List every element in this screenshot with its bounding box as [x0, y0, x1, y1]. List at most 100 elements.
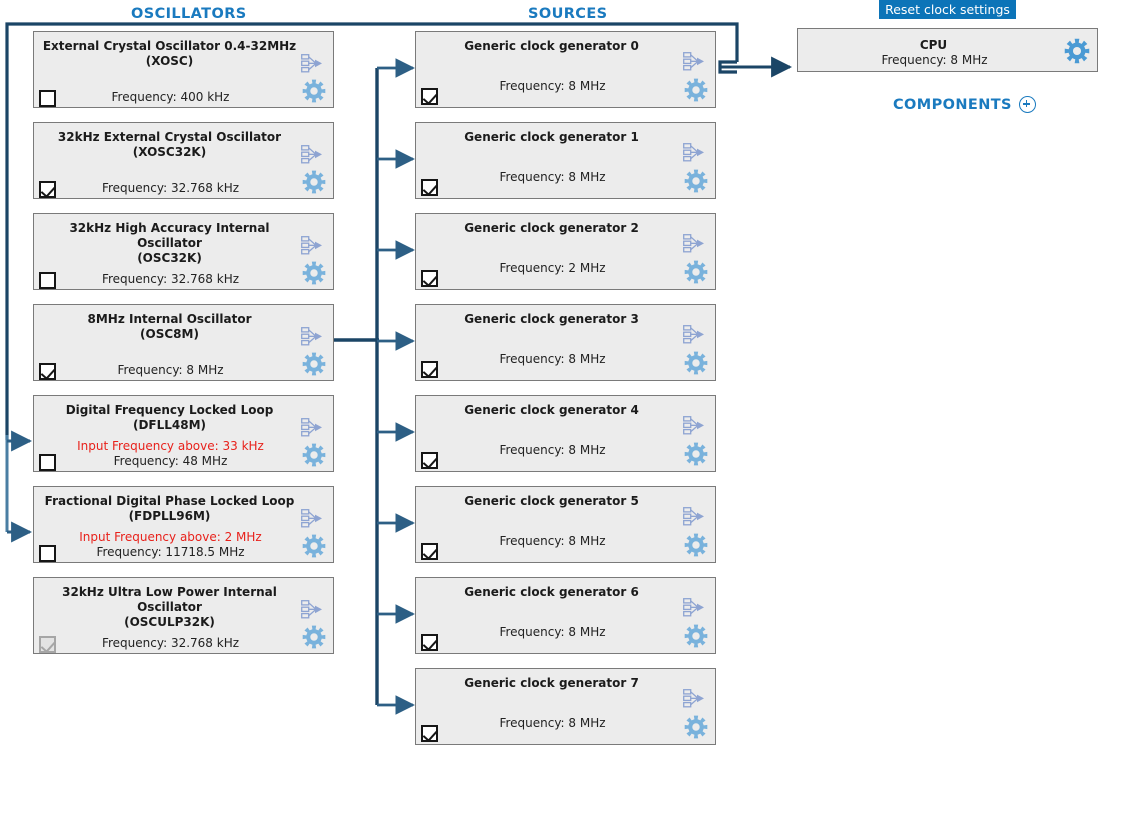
source-title: Generic clock generator 6 [464, 585, 639, 599]
component-title: CPU [919, 38, 948, 52]
gear-icon[interactable] [302, 170, 326, 194]
oscillator-enable-checkbox[interactable] [39, 363, 56, 380]
source-enable-checkbox[interactable] [421, 88, 438, 105]
source-title: Generic clock generator 1 [464, 130, 639, 144]
oscillator-enable-checkbox[interactable] [39, 90, 56, 107]
oscillator-title: External Crystal Oscillator 0.4-32MHz(XO… [42, 39, 297, 68]
oscillator-enable-checkbox[interactable] [39, 272, 56, 289]
oscillator-title: Digital Frequency Locked Loop(DFLL48M) [65, 403, 274, 432]
gear-icon[interactable] [684, 624, 708, 648]
oscillator-enable-checkbox [39, 636, 56, 653]
gear-icon[interactable] [302, 79, 326, 103]
source-title: Generic clock generator 4 [464, 403, 639, 417]
oscillator-frequency: Frequency: 48 MHz [113, 454, 228, 468]
fan-out-icon[interactable] [683, 416, 705, 435]
source-enable-checkbox[interactable] [421, 725, 438, 742]
source-card[interactable]: Generic clock generator 6 Frequency: 8 MH… [415, 577, 716, 654]
oscillator-card[interactable]: 32kHz Ultra Low Power Internal Oscillato… [33, 577, 334, 654]
source-enable-checkbox[interactable] [421, 361, 438, 378]
gear-icon[interactable] [302, 261, 326, 285]
oscillator-warning: Input Frequency above: 2 MHz [79, 530, 262, 544]
gear-icon[interactable] [302, 534, 326, 558]
fan-out-icon[interactable] [683, 52, 705, 71]
fan-out-icon[interactable] [301, 54, 323, 73]
source-enable-checkbox[interactable] [421, 452, 438, 469]
source-title: Generic clock generator 2 [464, 221, 639, 235]
column-header-sources: SOURCES [528, 6, 608, 22]
gear-icon[interactable] [302, 352, 326, 376]
oscillator-frequency: Frequency: 400 kHz [111, 90, 230, 104]
source-frequency: Frequency: 8 MHz [499, 716, 606, 730]
fan-out-icon[interactable] [683, 143, 705, 162]
oscillator-title: 32kHz Ultra Low Power Internal Oscillato… [62, 585, 277, 629]
reset-clock-settings-button[interactable]: Reset clock settings [879, 0, 1016, 19]
oscillator-card[interactable]: 8MHz Internal Oscillator(OSC8M)Frequency… [33, 304, 334, 381]
oscillator-card[interactable]: External Crystal Oscillator 0.4-32MHz(XO… [33, 31, 334, 108]
oscillator-card[interactable]: 32kHz High Accuracy Internal Oscillator(… [33, 213, 334, 290]
gear-icon[interactable] [684, 715, 708, 739]
source-frequency: Frequency: 8 MHz [499, 79, 606, 93]
source-enable-checkbox[interactable] [421, 634, 438, 651]
fan-out-icon[interactable] [683, 325, 705, 344]
plus-circle-icon[interactable] [1018, 96, 1036, 113]
oscillator-card[interactable]: Fractional Digital Phase Locked Loop(FDP… [33, 486, 334, 563]
gear-icon[interactable] [684, 533, 708, 557]
oscillator-frequency: Frequency: 32.768 kHz [101, 181, 240, 195]
source-card[interactable]: Generic clock generator 1 Frequency: 8 MH… [415, 122, 716, 199]
gear-icon[interactable] [684, 169, 708, 193]
fan-out-icon[interactable] [301, 327, 323, 346]
gear-icon[interactable] [684, 260, 708, 284]
oscillator-title: 32kHz External Crystal Oscillator(XOSC32… [57, 130, 282, 159]
fan-out-icon[interactable] [683, 507, 705, 526]
source-frequency: Frequency: 8 MHz [499, 534, 606, 548]
oscillator-card[interactable]: 32kHz External Crystal Oscillator(XOSC32… [33, 122, 334, 199]
fan-out-icon[interactable] [301, 600, 323, 619]
gear-icon[interactable] [302, 443, 326, 467]
fan-out-icon[interactable] [301, 236, 323, 255]
gear-icon[interactable] [684, 351, 708, 375]
component-frequency: Frequency: 8 MHz [881, 53, 988, 67]
source-frequency: Frequency: 8 MHz [499, 170, 606, 184]
source-card[interactable]: Generic clock generator 7 Frequency: 8 MH… [415, 668, 716, 745]
gear-icon[interactable] [302, 625, 326, 649]
oscillator-enable-checkbox[interactable] [39, 181, 56, 198]
oscillator-enable-checkbox[interactable] [39, 545, 56, 562]
source-frequency: Frequency: 8 MHz [499, 443, 606, 457]
oscillator-card[interactable]: Digital Frequency Locked Loop(DFLL48M) In… [33, 395, 334, 472]
fan-out-icon[interactable] [301, 509, 323, 528]
source-frequency: Frequency: 8 MHz [499, 625, 606, 639]
gear-icon[interactable] [684, 442, 708, 466]
source-card[interactable]: Generic clock generator 4 Frequency: 8 MH… [415, 395, 716, 472]
column-header-oscillators: OSCILLATORS [131, 6, 247, 22]
source-enable-checkbox[interactable] [421, 543, 438, 560]
gear-icon[interactable] [1064, 38, 1090, 64]
gear-icon[interactable] [684, 78, 708, 102]
oscillator-warning: Input Frequency above: 33 kHz [77, 439, 264, 453]
oscillator-frequency: Frequency: 32.768 kHz [101, 272, 240, 286]
oscillator-frequency: Frequency: 32.768 kHz [101, 636, 240, 650]
components-label: COMPONENTS [893, 96, 1012, 113]
source-enable-checkbox[interactable] [421, 270, 438, 287]
oscillator-frequency: Frequency: 8 MHz [117, 363, 224, 377]
oscillator-frequency: Frequency: 11718.5 MHz [96, 545, 245, 559]
fan-out-icon[interactable] [301, 418, 323, 437]
fan-out-icon[interactable] [683, 234, 705, 253]
source-title: Generic clock generator 3 [464, 312, 639, 326]
oscillator-title: 32kHz High Accuracy Internal Oscillator(… [69, 221, 270, 265]
fan-out-icon[interactable] [301, 145, 323, 164]
fan-out-icon[interactable] [683, 689, 705, 708]
oscillator-enable-checkbox[interactable] [39, 454, 56, 471]
source-card[interactable]: Generic clock generator 3 Frequency: 8 MH… [415, 304, 716, 381]
source-frequency: Frequency: 8 MHz [499, 352, 606, 366]
oscillator-title: Fractional Digital Phase Locked Loop(FDP… [44, 494, 295, 523]
source-enable-checkbox[interactable] [421, 179, 438, 196]
components-add-label[interactable]: COMPONENTS [893, 96, 1036, 113]
fan-out-icon[interactable] [683, 598, 705, 617]
source-title: Generic clock generator 7 [464, 676, 639, 690]
